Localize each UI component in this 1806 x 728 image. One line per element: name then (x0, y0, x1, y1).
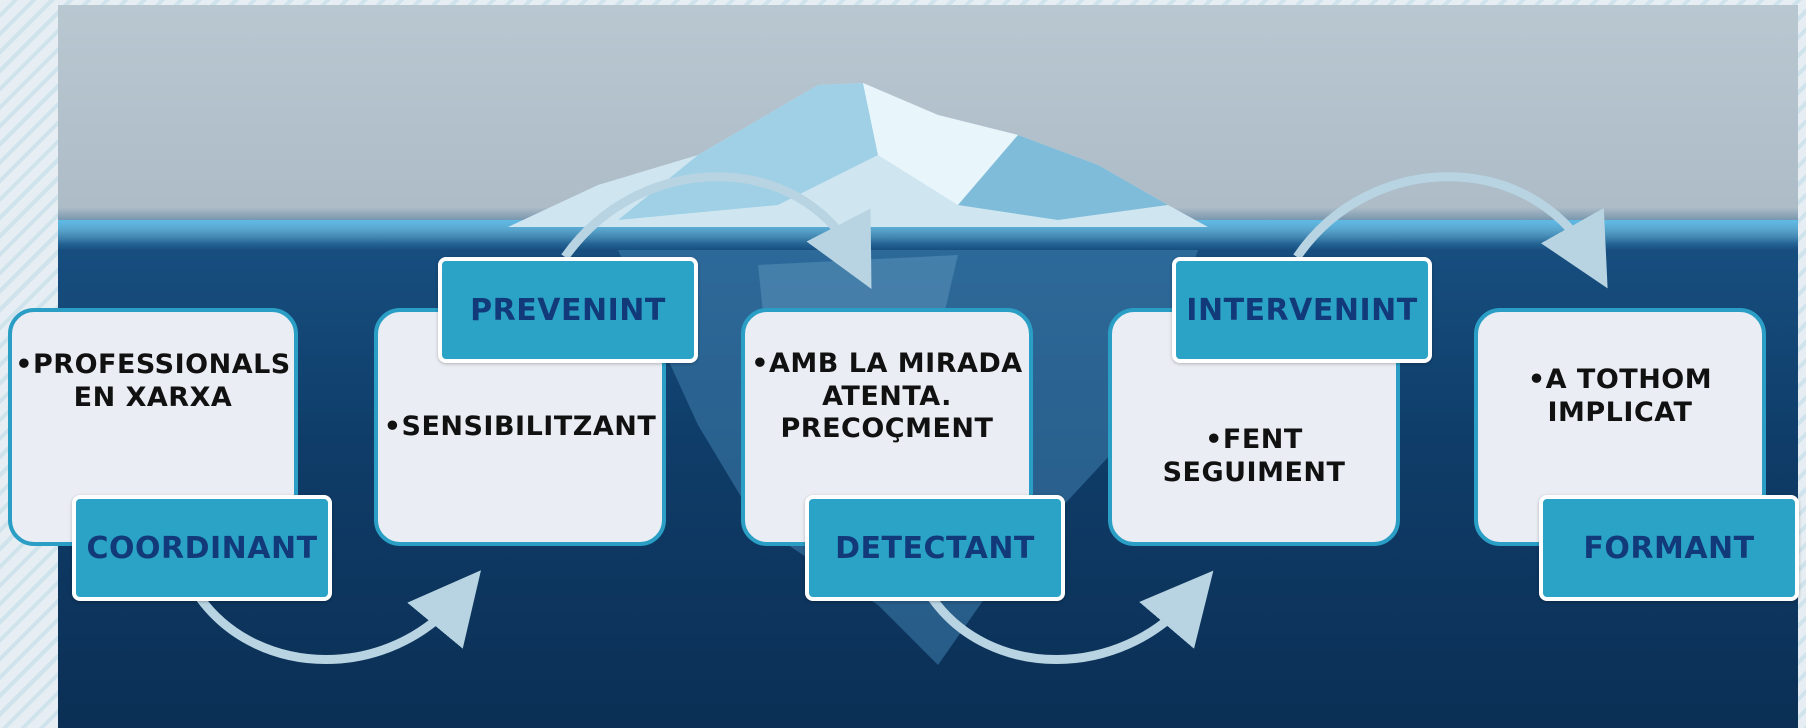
arrow-detectant-to-intervenint (928, 570, 1214, 664)
step-label-detectant: DETECTANT (805, 495, 1065, 601)
step-label-formant: FORMANT (1539, 495, 1799, 601)
step-text-line: EN XARXA (73, 382, 233, 413)
step-text-line: ATENTA. (822, 380, 952, 412)
step-text-line: •FENT (1205, 424, 1303, 456)
step-text-line: SEGUIMENT (1162, 457, 1346, 488)
step-text-line: •SENSIBILITZANT (383, 410, 657, 442)
iceberg-facet (618, 83, 878, 220)
arrow-intervenint-to-formant (1293, 172, 1608, 289)
step-label-intervenint: INTERVENINT (1172, 257, 1432, 363)
step-text-line: •AMB LA MIRADA (751, 347, 1023, 379)
step-text-line: •PROFESSIONALS (15, 349, 291, 381)
step-label-coordinant: COORDINANT (72, 495, 332, 601)
arrow-coordinant-to-prevenint (196, 570, 482, 664)
step-label-prevenint: PREVENINT (438, 257, 698, 363)
step-text-line: PRECOÇMENT (780, 413, 994, 445)
step-text-line: •A TOTHOM (1527, 364, 1713, 396)
iceberg-facet-3 (958, 135, 1168, 220)
iceberg-facet-2 (863, 83, 1018, 205)
step-text-line: IMPLICAT (1547, 397, 1693, 428)
arrow-prevenint-to-detectant (561, 172, 872, 289)
